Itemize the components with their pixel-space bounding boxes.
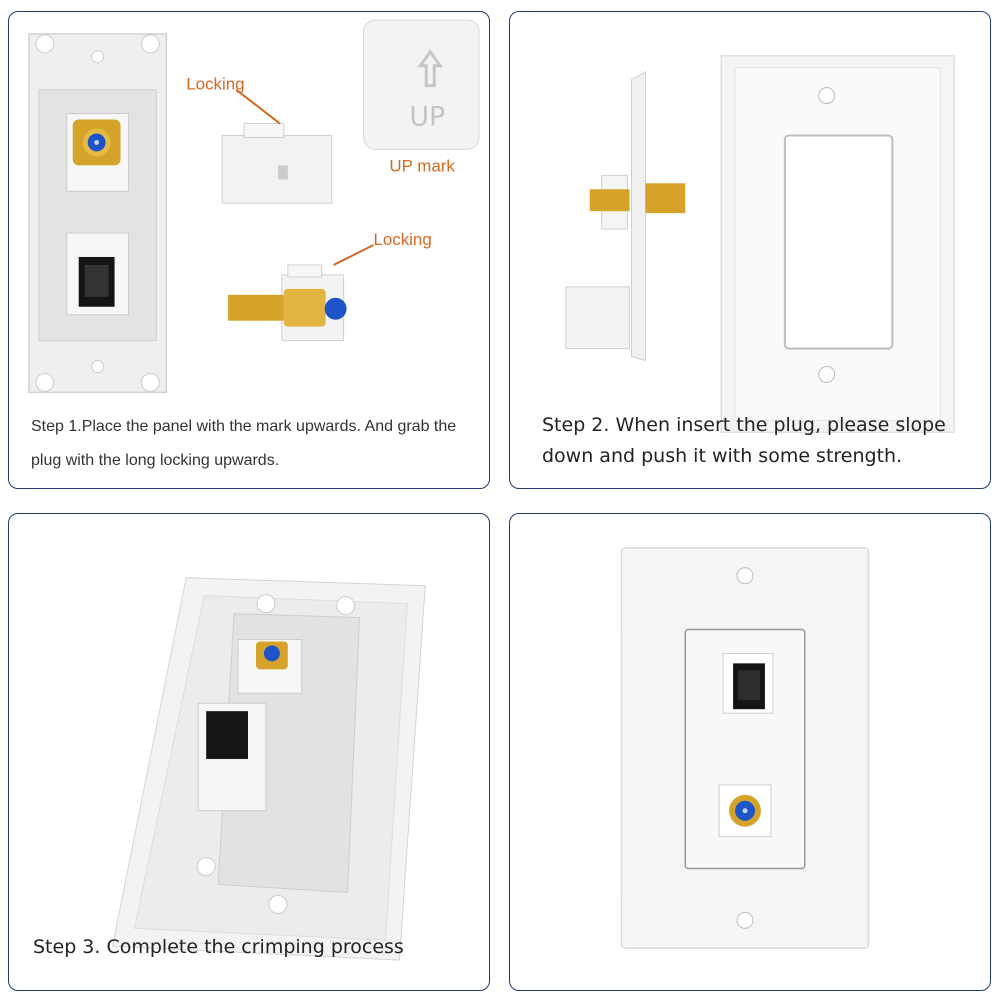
step-2-caption: Step 2. When insert the plug, please slo…: [542, 414, 946, 467]
locking-label-bottom: Locking: [373, 230, 431, 249]
step-2-illustration: [565, 55, 955, 433]
step-3-caption: Step 3. Complete the crimping process: [33, 936, 404, 958]
step-3-illustration: [111, 577, 426, 961]
step-1-illustration: UP Locking Locking UP mark: [28, 19, 480, 394]
step-2-panel: Step 2. When insert the plug, please slo…: [509, 11, 991, 489]
final-result-panel: [509, 513, 991, 991]
up-mark-label: UP mark: [389, 156, 455, 175]
up-embossed-text: UP: [409, 102, 445, 133]
step-1-panel: UP Locking Locking UP mark Step 1.Place …: [8, 11, 490, 489]
finished-wall-plate-illustration: [620, 547, 870, 949]
step-3-panel: Step 3. Complete the crimping process: [8, 513, 490, 991]
step-1-caption: Step 1.Place the panel with the mark upw…: [31, 418, 457, 469]
locking-label-top: Locking: [186, 75, 244, 94]
